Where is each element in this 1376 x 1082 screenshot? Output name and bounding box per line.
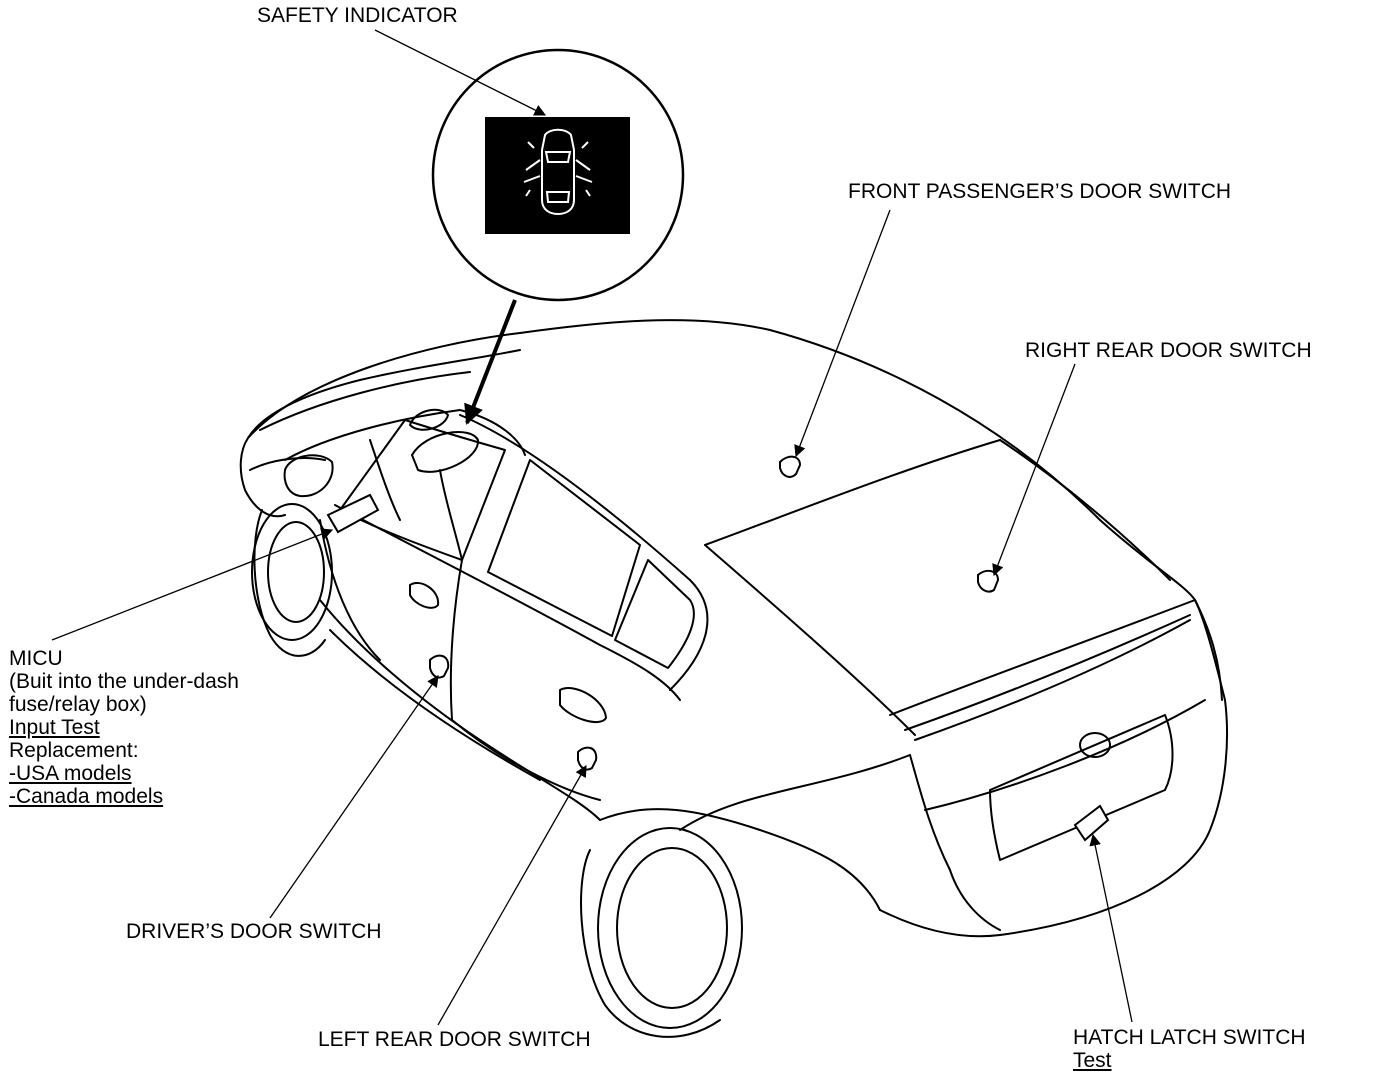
hatch-latch-switch-icon — [1073, 804, 1110, 842]
micu-usa-models-link[interactable]: -USA models — [9, 762, 132, 785]
hatch-label-block: HATCH LATCH SWITCH Test — [1073, 1026, 1306, 1072]
label-hatch-latch-switch: HATCH LATCH SWITCH — [1073, 1026, 1306, 1049]
micu-line2: fuse/relay box) — [9, 693, 147, 716]
micu-input-test-link[interactable]: Input Test — [9, 716, 100, 739]
leader-left-rear — [437, 764, 587, 1026]
micu-box — [326, 493, 380, 534]
hatch-test-link[interactable]: Test — [1073, 1049, 1112, 1072]
leader-hatch-latch — [1089, 833, 1133, 1023]
label-safety-indicator: SAFETY INDICATOR — [257, 4, 458, 27]
drivers-door-switch-icon — [429, 654, 450, 679]
rear-spoiler — [889, 599, 1196, 716]
label-left-rear-door-switch: LEFT REAR DOOR SWITCH — [318, 1028, 591, 1051]
indicator-pointer-arrow — [464, 299, 517, 425]
micu-line1: (Buit into the under-dash — [9, 670, 239, 693]
label-front-passenger-door-switch: FRONT PASSENGER’S DOOR SWITCH — [848, 180, 1232, 203]
car-body-outline — [247, 319, 1229, 938]
front-passenger-door-switch-icon — [779, 455, 802, 478]
safety-indicator-panel — [485, 117, 630, 234]
rear-side-window — [487, 459, 641, 637]
leader-front-passenger — [794, 209, 891, 458]
label-drivers-door-switch: DRIVER’S DOOR SWITCH — [126, 920, 382, 943]
leader-micu — [51, 528, 334, 641]
car-doors-open-icon — [523, 128, 593, 216]
windshield — [284, 409, 526, 461]
micu-replacement-label: Replacement: — [9, 739, 139, 762]
micu-title: MICU — [9, 647, 63, 670]
micu-label-block: MICU (Buit into the under-dash fuse/rela… — [9, 647, 239, 808]
label-right-rear-door-switch: RIGHT REAR DOOR SWITCH — [1025, 339, 1312, 362]
rear-wheel — [597, 827, 743, 1029]
micu-canada-models-link[interactable]: -Canada models — [9, 785, 164, 808]
leader-safety-indicator — [374, 29, 547, 116]
leader-right-rear — [992, 363, 1076, 577]
leader-drivers-door — [269, 675, 439, 919]
left-rear-door-switch-icon — [577, 746, 598, 771]
